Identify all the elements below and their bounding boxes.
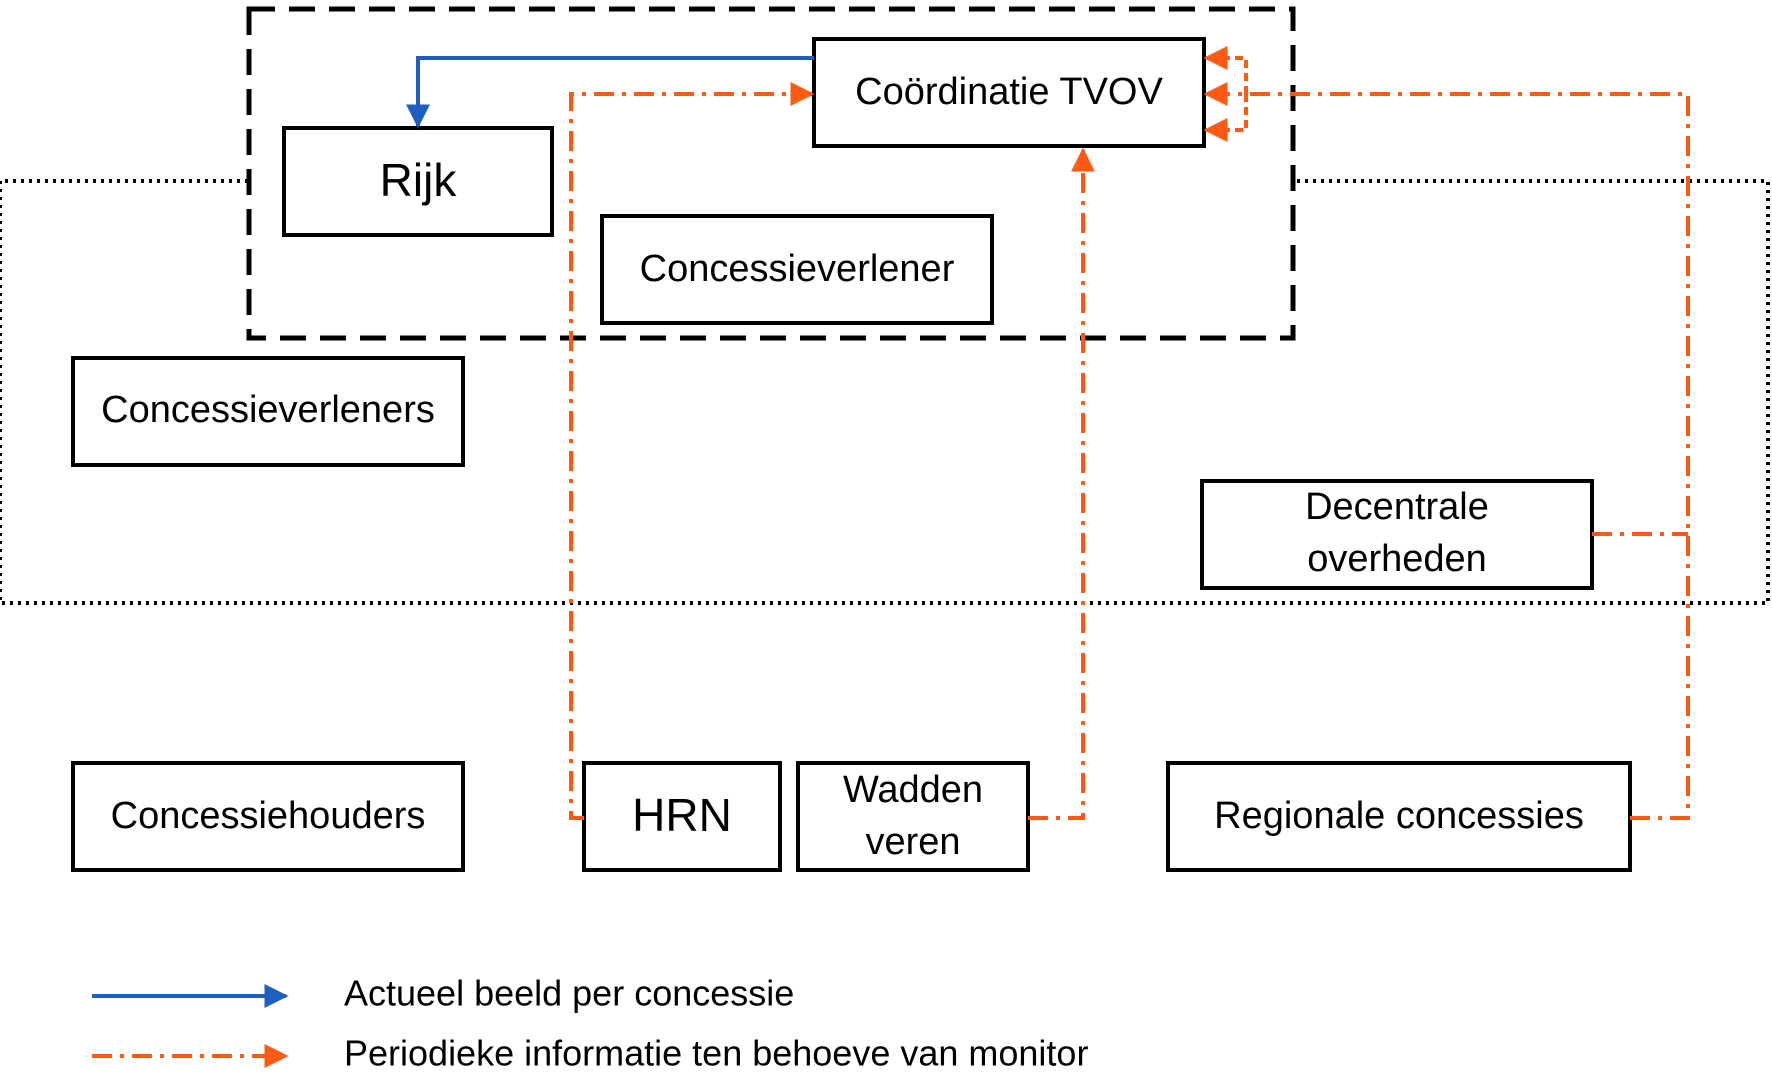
concessieverleners-region-border <box>0 179 1770 605</box>
self-loop-lower <box>1203 94 1248 142</box>
legend: Actueel beeld per concessie Periodieke i… <box>92 973 1088 1074</box>
arrow-regionale-to-coordinatie <box>1203 82 1690 820</box>
hrn-box: HRN <box>582 761 782 872</box>
hrn-label: HRN <box>632 789 732 841</box>
decentrale-overheden-box: Decentrale overheden <box>1200 479 1594 590</box>
rijk-label: Rijk <box>380 154 458 206</box>
decentrale-label-line2: overheden <box>1307 538 1487 580</box>
concessiehouders-box: Concessiehouders <box>71 761 465 872</box>
wadden-label-line2: veren <box>865 821 960 863</box>
concessieverlener-box: Concessieverlener <box>600 214 994 325</box>
decentrale-label-line1: Decentrale <box>1305 486 1489 528</box>
wadden-veren-box: Wadden veren <box>796 761 1030 872</box>
concessieverleners-box: Concessieverleners <box>71 356 465 467</box>
legend-orange-label: Periodieke informatie ten behoeve van mo… <box>344 1033 1088 1074</box>
arrow-wadden-to-coordinatie <box>1028 147 1095 820</box>
coordinatie-tvov-label: Coördinatie TVOV <box>855 71 1163 113</box>
concessiehouders-label: Concessiehouders <box>111 795 426 837</box>
arrow-hrn-to-coordinatie <box>569 82 815 820</box>
concessieverleners-label: Concessieverleners <box>101 389 435 431</box>
regionale-concessies-box: Regionale concessies <box>1166 761 1632 872</box>
legend-blue-label: Actueel beeld per concessie <box>344 973 794 1014</box>
regionale-concessies-label: Regionale concessies <box>1214 795 1584 837</box>
rijk-region-border <box>246 6 1296 341</box>
self-loop-upper <box>1203 46 1248 94</box>
wadden-label-line1: Wadden <box>843 769 983 811</box>
concessieverlener-label: Concessieverlener <box>640 248 955 290</box>
coordinatie-tvov-box: Coördinatie TVOV <box>812 37 1206 148</box>
arrow-coordinatie-to-rijk <box>406 56 814 129</box>
rijk-box: Rijk <box>282 126 554 237</box>
